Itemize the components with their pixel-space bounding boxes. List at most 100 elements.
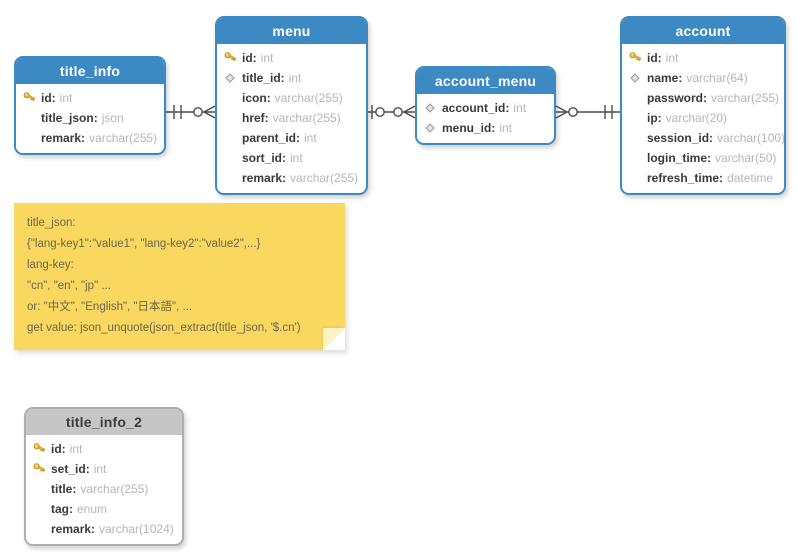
table-title_info[interactable]: title_infoidinttitle_jsonjsonremarkvarch… [14,56,166,155]
field-row[interactable]: remarkvarchar(255) [217,168,366,188]
field-row[interactable]: account_idint [417,98,554,118]
icon-spacer [32,502,46,516]
field-name: password [647,91,707,105]
field-row[interactable]: title_jsonjson [16,108,164,128]
field-row[interactable]: remarkvarchar(1024) [26,519,182,539]
relationship-title_info-menu [166,105,216,119]
field-name: title_json [41,111,98,125]
field-row[interactable]: login_timevarchar(50) [622,148,784,168]
field-row[interactable]: idint [26,439,182,459]
relationship-account_menu-account [555,105,620,119]
field-row[interactable]: iconvarchar(255) [217,88,366,108]
field-name: name [647,71,682,85]
icon-spacer [32,482,46,496]
table-body: account_idint menu_id int [417,94,554,143]
icon-spacer [22,131,36,145]
table-menu[interactable]: menuidinttitle_idinticonvarchar(255)href… [215,16,368,195]
table-title: account [675,23,731,39]
field-row[interactable]: ipvarchar(20) [622,108,784,128]
icon-spacer [628,111,642,125]
sticky-note[interactable]: title_json:{"lang-key1":"value1", "lang-… [14,203,345,350]
field-type: varchar(255) [89,131,158,145]
key-icon [33,443,46,452]
field-row[interactable]: idint [16,88,164,108]
field-row[interactable]: passwordvarchar(255) [622,88,784,108]
table-title_info_2[interactable]: title_info_2idintset_idinttitlevarchar(2… [24,407,184,546]
field-name: id [242,51,257,65]
field-row[interactable]: session_idvarchar(100) [622,128,784,148]
icon-spacer [223,91,237,105]
field-name: sort_id [242,151,286,165]
table-title: title_info [59,63,121,79]
field-row[interactable]: sort_id int [217,148,366,168]
field-row[interactable]: remark varchar(255) [16,128,164,148]
table-header[interactable]: title_info [16,58,164,84]
note-line: lang-key: [27,259,74,271]
field-type: int [290,151,303,165]
field-type: varchar(20) [665,111,728,125]
diamond-icon [630,73,640,83]
field-type: int [665,51,679,65]
field-type: varchar(1024) [99,522,174,536]
field-type: enum [77,502,108,516]
field-row[interactable]: hrefvarchar(255) [217,108,366,128]
field-type: json [101,111,124,125]
field-row[interactable]: parent_idint [217,128,366,148]
note-line: title_json: [27,217,76,229]
table-title: account_menu [434,73,537,89]
field-name: menu_id [442,121,495,135]
table-body: idinttitle_idinticonvarchar(255)hrefvarc… [217,44,366,193]
field-name: refresh_time [647,171,723,185]
key-icon [33,463,46,472]
field-type: int [304,131,317,145]
icon-spacer [628,171,642,185]
field-name: title [51,482,76,496]
field-type: int [260,51,274,65]
field-type: varchar(255) [274,91,343,105]
field-name: id [41,91,56,105]
table-header[interactable]: account_menu [417,68,554,94]
note-line: "cn", "en", "jp" ... [27,280,111,292]
diamond-icon [425,123,435,133]
key-icon [23,92,36,101]
field-name: tag [51,502,73,516]
field-type: int [93,462,107,476]
field-row[interactable]: title varchar(255) [26,479,182,499]
table-title: menu [272,23,311,39]
table-account_menu[interactable]: account_menu account_idint menu_id int [415,66,556,145]
icon-spacer [628,91,642,105]
field-row[interactable]: idint [622,48,784,68]
field-name: title_id [242,71,285,85]
field-row[interactable]: tagenum [26,499,182,519]
field-type: varchar(255) [80,482,149,496]
table-header[interactable]: title_info_2 [26,409,182,435]
field-row[interactable]: refresh_time datetime [622,168,784,188]
field-row[interactable]: set_idint [26,459,182,479]
field-name: remark [41,131,85,145]
note-line: get value: json_unquote(json_extract(tit… [27,322,301,334]
table-account[interactable]: accountidintnamevarchar(64)passwordvarch… [620,16,786,195]
field-row[interactable]: title_idint [217,68,366,88]
field-name: id [51,442,66,456]
field-row[interactable]: menu_id int [417,118,554,138]
field-type: datetime [727,171,774,185]
table-title: title_info_2 [65,414,143,430]
table-header[interactable]: menu [217,18,366,44]
field-row[interactable]: namevarchar(64) [622,68,784,88]
field-type: int [499,121,513,135]
field-name: account_id [442,101,509,115]
field-row[interactable]: idint [217,48,366,68]
icon-spacer [32,522,46,536]
field-type: int [288,71,302,85]
icon-spacer [628,131,642,145]
table-body: idintnamevarchar(64)passwordvarchar(255)… [622,44,784,193]
table-header[interactable]: account [622,18,784,44]
icon-spacer [223,111,237,125]
field-name: login_time [647,151,711,165]
note-line: or: "中文", "English", "日本語", ... [27,301,193,313]
field-name: set_id [51,462,90,476]
icon-spacer [628,151,642,165]
key-icon [629,52,642,61]
